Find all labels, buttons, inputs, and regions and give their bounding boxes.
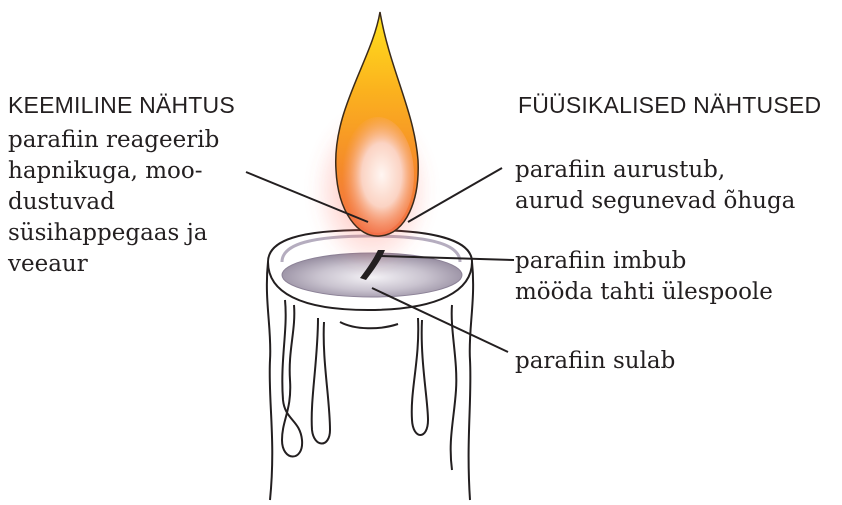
melts-label: parafiin sulab <box>515 346 675 377</box>
flame-icon <box>336 12 418 236</box>
chemical-line: veeaur <box>8 249 219 280</box>
chemical-line: süsihappegaas ja <box>8 218 219 249</box>
chemical-description: parafiin reageerib hapnikuga, moo- dustu… <box>8 125 219 280</box>
chemical-line: dustuvad <box>8 187 219 218</box>
chemical-line: hapnikuga, moo- <box>8 156 219 187</box>
soaks-label: parafiin imbub mööda tahti ülespoole <box>515 246 773 308</box>
chemical-heading: KEEMILINE NÄHTUS <box>8 92 235 119</box>
soaks-line: mööda tahti ülespoole <box>515 277 773 308</box>
chemical-line: parafiin reageerib <box>8 125 219 156</box>
soaks-line: parafiin imbub <box>515 246 773 277</box>
evaporates-line: aurud segunevad õhuga <box>515 186 795 217</box>
physical-heading: FÜÜSIKALISED NÄHTUSED <box>518 92 821 119</box>
evaporates-line: parafiin aurustub, <box>515 155 795 186</box>
evaporates-label: parafiin aurustub, aurud segunevad õhuga <box>515 155 795 217</box>
